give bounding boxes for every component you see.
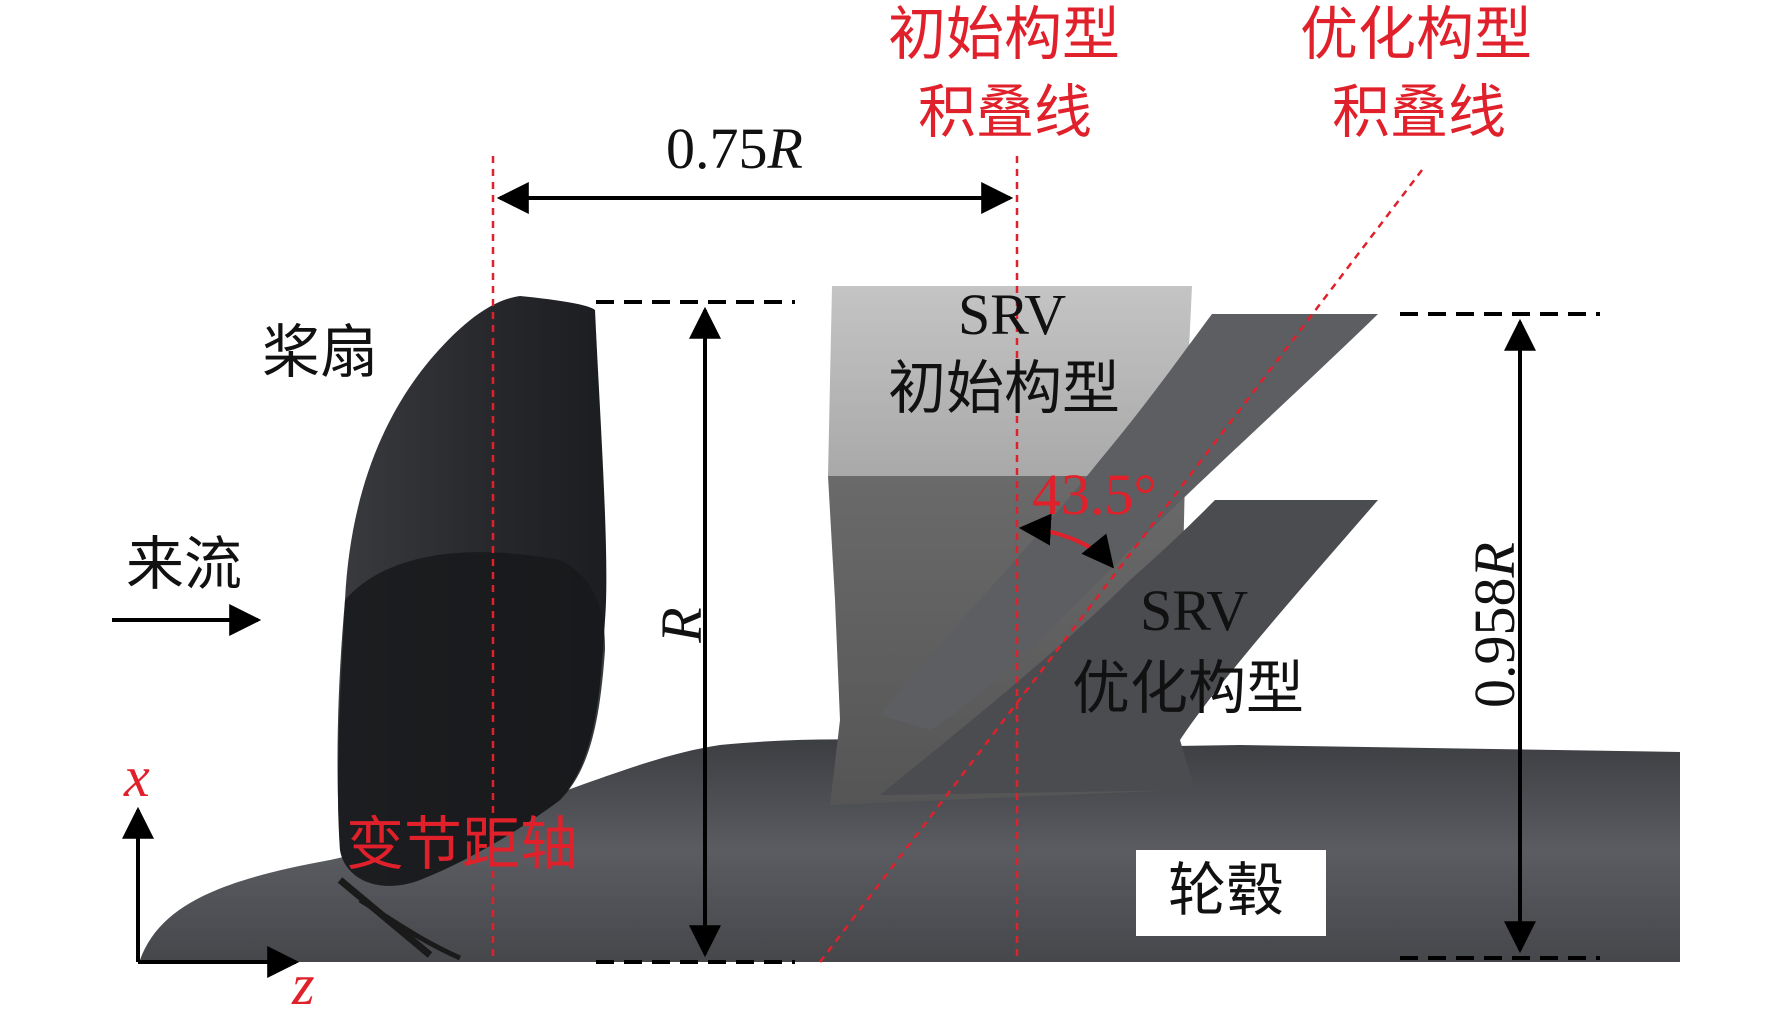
propeller-label: 桨扇	[262, 320, 379, 385]
dim-0958R-label: 0.958R	[1462, 510, 1527, 740]
dim-075R-label: 0.75R	[666, 120, 803, 178]
inflow-label: 来流	[126, 532, 243, 597]
angle-label: 43.5°	[1032, 462, 1157, 527]
srv-initial-label-2: 初始构型	[888, 356, 1121, 421]
hub-label-box	[1136, 850, 1326, 936]
axis-z-label: z	[292, 952, 315, 1017]
dim-075-R-symbol: R	[767, 116, 803, 181]
dim-0958-R-symbol: R	[1462, 542, 1527, 578]
hub-label: 轮毂	[1168, 858, 1285, 923]
initial-stack-line-label-2: 积叠线	[918, 80, 1093, 145]
srv-optimized-label-2: 优化构型	[1072, 656, 1305, 721]
srv-initial-label-1: SRV	[958, 282, 1067, 347]
optimized-stack-line	[819, 169, 1423, 963]
dim-0958-value: 0.958	[1462, 577, 1527, 708]
srv-initial-vane-upper	[828, 286, 1192, 476]
optimized-stack-line-label-1: 优化构型	[1300, 2, 1533, 67]
angle-arc	[1018, 513, 1115, 569]
srv-optimized-label-1: SRV	[1140, 578, 1249, 643]
axis-x-label: x	[124, 744, 150, 809]
dim-R-label: R	[649, 607, 714, 643]
pitch-axis-label: 变节距轴	[346, 812, 579, 877]
propeller-blade-shadow	[337, 552, 605, 886]
dim-075-value: 0.75	[666, 116, 768, 181]
initial-stack-line-label-1: 初始构型	[888, 2, 1121, 67]
blade-root-slot-2	[358, 897, 462, 961]
srv-optimized-vane-upper	[880, 314, 1378, 730]
optimized-stack-line-label-2: 积叠线	[1332, 80, 1507, 145]
